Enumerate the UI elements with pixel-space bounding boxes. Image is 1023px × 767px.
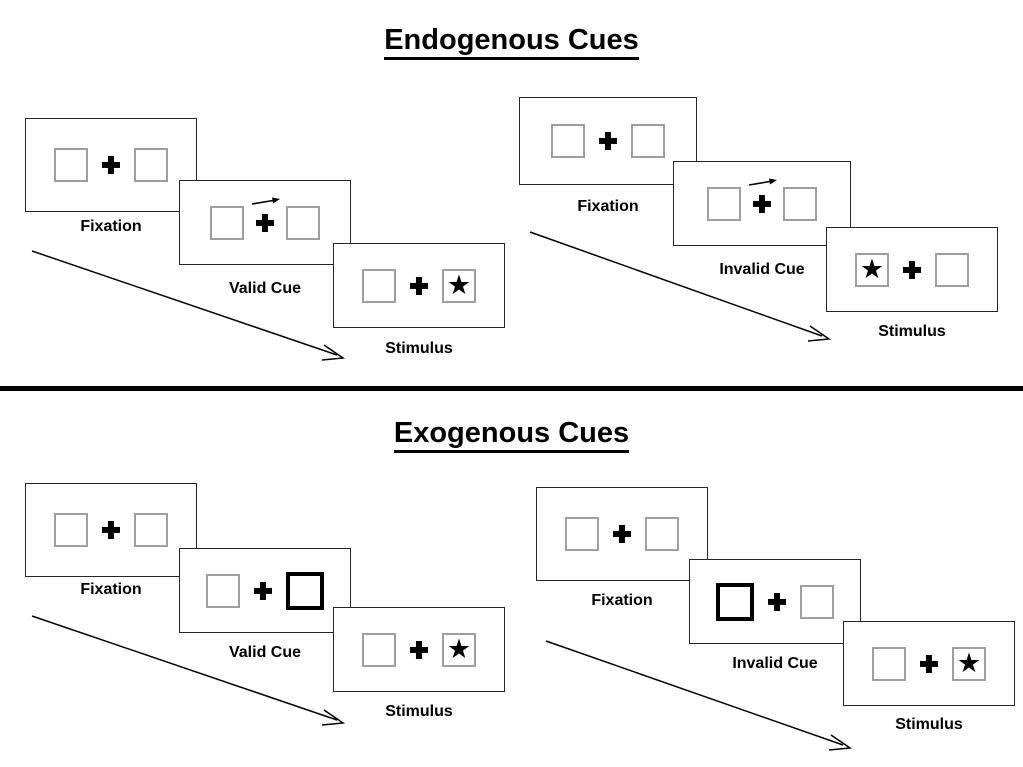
- panel-content: [26, 484, 196, 576]
- placeholder-box-left: [54, 148, 88, 182]
- star-icon: ★: [446, 634, 472, 664]
- panel-content: [674, 162, 850, 245]
- arrow-right-icon: [251, 197, 280, 205]
- fixation-cross-icon: [920, 655, 938, 673]
- section-title-exogenous-text: Exogenous Cues: [393, 417, 630, 453]
- cue-center-group: [251, 197, 280, 232]
- panel-content: ★: [334, 244, 504, 327]
- placeholder-box-left: [565, 517, 599, 551]
- stimulus-box-right: ★: [442, 632, 476, 667]
- placeholder-box-left: [362, 632, 396, 667]
- panel-exogenous-invalid-cue: [689, 559, 861, 644]
- placeholder-box-left: [551, 124, 585, 158]
- fixation-cross-icon: [768, 593, 786, 611]
- flow-arrow-endogenous-valid: [31, 250, 346, 361]
- panel-content: [537, 488, 707, 580]
- cue-flash-box-right: [286, 571, 324, 610]
- panel-content: ★: [827, 228, 997, 311]
- panel-exogenous-invalid-stimulus: ★: [843, 621, 1015, 706]
- flow-arrow-exogenous-invalid: [545, 640, 853, 751]
- placeholder-box-left: [707, 186, 741, 221]
- placeholder-box-right: [935, 252, 969, 287]
- placeholder-box-left: [872, 646, 906, 681]
- fixation-cross-icon: [256, 214, 274, 232]
- panel-endogenous-invalid-fixation: [519, 97, 697, 185]
- section-title-endogenous: Endogenous Cues: [0, 24, 1023, 60]
- panel-content: [180, 549, 350, 632]
- placeholder-box-right: [134, 148, 168, 182]
- placeholder-box-right: [286, 205, 320, 240]
- panel-exogenous-invalid-fixation: [536, 487, 708, 581]
- star-icon: ★: [446, 270, 472, 300]
- panel-content: [26, 119, 196, 211]
- section-divider: [0, 386, 1023, 391]
- cue-center-group: [748, 178, 777, 213]
- caption-exogenous-invalid-stimulus: Stimulus: [895, 716, 963, 733]
- placeholder-box-left: [210, 205, 244, 240]
- stimulus-box-right: ★: [442, 268, 476, 303]
- caption-exogenous-valid-fixation: Fixation: [80, 581, 142, 598]
- placeholder-box-right: [800, 584, 834, 619]
- caption-endogenous-invalid-stimulus: Stimulus: [878, 323, 946, 340]
- stimulus-box-right: ★: [952, 646, 986, 681]
- panel-content: ★: [844, 622, 1014, 705]
- arrow-right-icon: [748, 178, 777, 186]
- caption-exogenous-invalid-cue: Invalid Cue: [732, 655, 818, 672]
- placeholder-box-right: [783, 186, 817, 221]
- panel-content: [520, 98, 696, 184]
- panel-exogenous-valid-cue: [179, 548, 351, 633]
- placeholder-box-left: [206, 573, 240, 608]
- star-icon: ★: [859, 254, 885, 284]
- caption-endogenous-invalid-cue: Invalid Cue: [719, 261, 805, 278]
- fixation-cross-icon: [254, 582, 272, 600]
- fixation-cross-icon: [410, 641, 428, 659]
- flow-arrow-endogenous-invalid: [529, 231, 832, 342]
- placeholder-box-right: [134, 513, 168, 547]
- fixation-cross-icon: [613, 525, 631, 543]
- caption-exogenous-valid-stimulus: Stimulus: [385, 703, 453, 720]
- panel-endogenous-valid-fixation: [25, 118, 197, 212]
- fixation-cross-icon: [599, 132, 617, 150]
- caption-endogenous-valid-cue: Valid Cue: [228, 280, 302, 297]
- placeholder-box-right: [631, 124, 665, 158]
- section-title-endogenous-text: Endogenous Cues: [384, 24, 639, 60]
- panel-exogenous-valid-stimulus: ★: [333, 607, 505, 692]
- panel-content: [180, 181, 350, 264]
- stimulus-box-left: ★: [855, 252, 889, 287]
- placeholder-box-left: [362, 268, 396, 303]
- panel-endogenous-valid-cue: [179, 180, 351, 265]
- star-icon: ★: [956, 648, 982, 678]
- flow-arrow-exogenous-valid: [31, 615, 346, 726]
- panel-content: ★: [334, 608, 504, 691]
- fixation-cross-icon: [410, 277, 428, 295]
- placeholder-box-left: [54, 513, 88, 547]
- caption-endogenous-invalid-fixation: Fixation: [577, 198, 639, 215]
- fixation-cross-icon: [102, 156, 120, 174]
- caption-endogenous-valid-stimulus: Stimulus: [385, 340, 453, 357]
- cue-flash-box-left: [716, 582, 754, 621]
- panel-endogenous-invalid-cue: [673, 161, 851, 246]
- fixation-cross-icon: [903, 261, 921, 279]
- panel-endogenous-valid-stimulus: ★: [333, 243, 505, 328]
- caption-exogenous-valid-cue: Valid Cue: [228, 644, 302, 661]
- fixation-cross-icon: [753, 195, 771, 213]
- panel-exogenous-valid-fixation: [25, 483, 197, 577]
- panel-endogenous-invalid-stimulus: ★: [826, 227, 998, 312]
- fixation-cross-icon: [102, 521, 120, 539]
- panel-content: [690, 560, 860, 643]
- section-title-exogenous: Exogenous Cues: [0, 417, 1023, 453]
- caption-endogenous-valid-fixation: Fixation: [80, 218, 142, 235]
- placeholder-box-right: [645, 517, 679, 551]
- caption-exogenous-invalid-fixation: Fixation: [591, 592, 653, 609]
